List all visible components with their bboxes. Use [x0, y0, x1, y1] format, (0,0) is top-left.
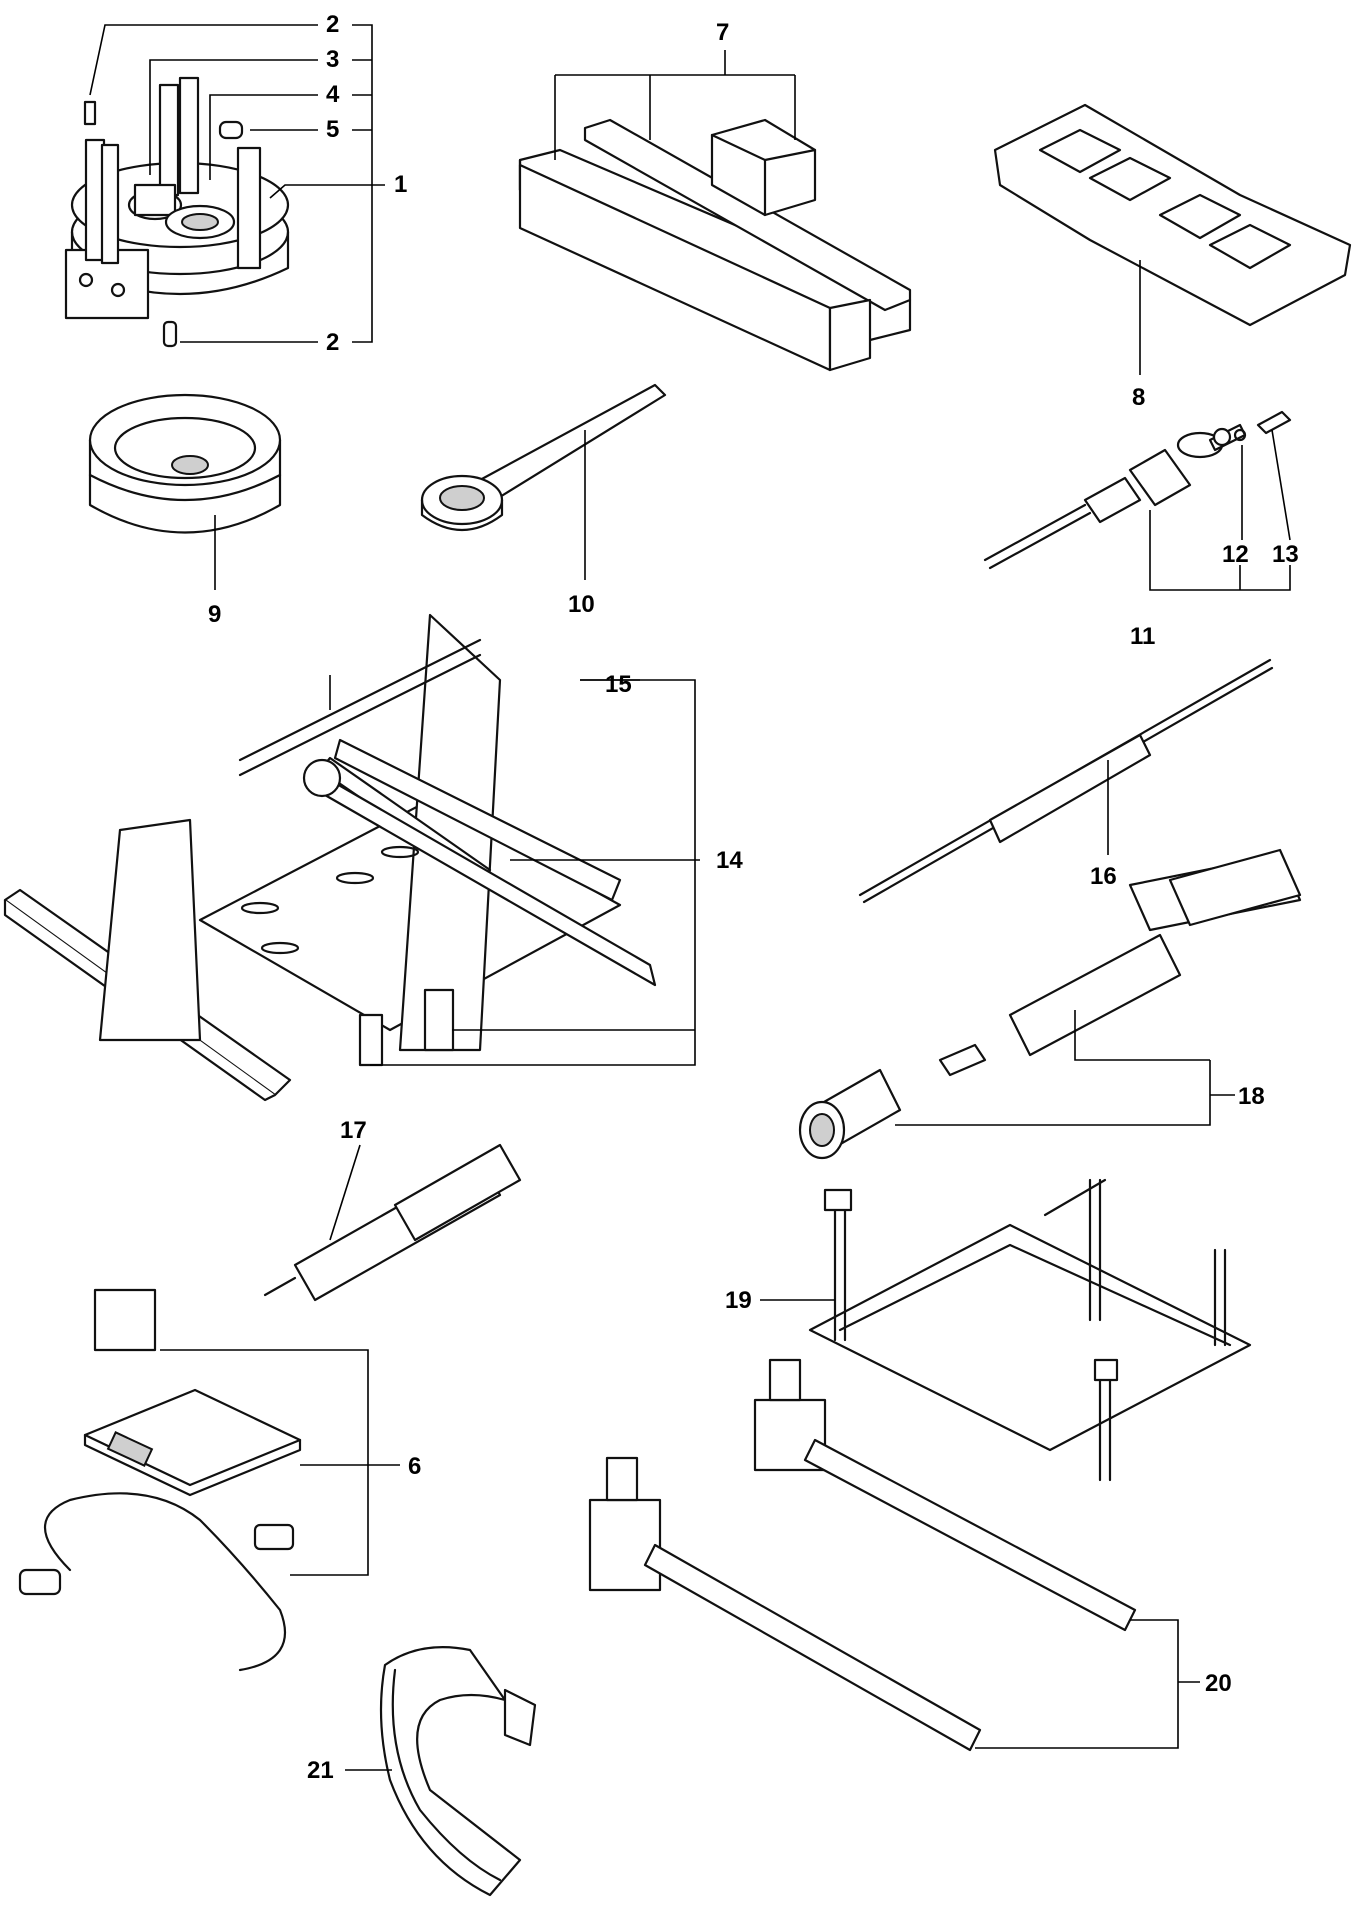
callout-5: 5: [326, 116, 339, 143]
part-7-rail-fixture: [518, 50, 912, 372]
callout-18: 18: [1238, 1083, 1265, 1110]
callout-13: 13: [1272, 541, 1299, 568]
part-6-diagnostic-kit: [18, 1288, 400, 1672]
callout-11: 11: [1130, 623, 1155, 650]
part-10-socket-wrench: [420, 383, 667, 580]
bracket-1-5: [89, 24, 385, 343]
part-9-ring-holder: [88, 393, 282, 590]
callout-4: 4: [326, 81, 340, 108]
callout-8: 8: [1132, 384, 1145, 411]
callout-14: 14: [716, 847, 743, 874]
part-20-clamp-bars: [588, 1358, 1200, 1752]
callout-3: 3: [326, 46, 339, 73]
callout-15: 15: [605, 671, 632, 698]
callout-10: 10: [568, 591, 595, 618]
callout-7: 7: [716, 19, 729, 46]
part-1-bearing-fixture: [64, 76, 290, 348]
part-21-curved-guard: [345, 1646, 537, 1897]
callout-9: 9: [208, 601, 221, 628]
callout-2-top: 2: [326, 11, 339, 38]
part-17-pin-tool: [263, 1143, 522, 1302]
callout-19: 19: [725, 1287, 752, 1314]
part-11-puller: [983, 410, 1292, 591]
part-18-driver: [798, 848, 1302, 1160]
callout-1: 1: [394, 171, 407, 198]
callout-12: 12: [1222, 541, 1249, 568]
callout-20: 20: [1205, 1670, 1232, 1697]
callout-6: 6: [408, 1453, 421, 1480]
callout-21: 21: [307, 1757, 334, 1784]
callout-16: 16: [1090, 863, 1117, 890]
part-14-stand: [3, 613, 700, 1102]
part-16-rod: [858, 658, 1274, 904]
part-8-plate: [993, 103, 1352, 375]
callout-17: 17: [340, 1117, 367, 1144]
callout-2-bottom: 2: [326, 329, 339, 356]
part-19-frame: [760, 1178, 1252, 1482]
